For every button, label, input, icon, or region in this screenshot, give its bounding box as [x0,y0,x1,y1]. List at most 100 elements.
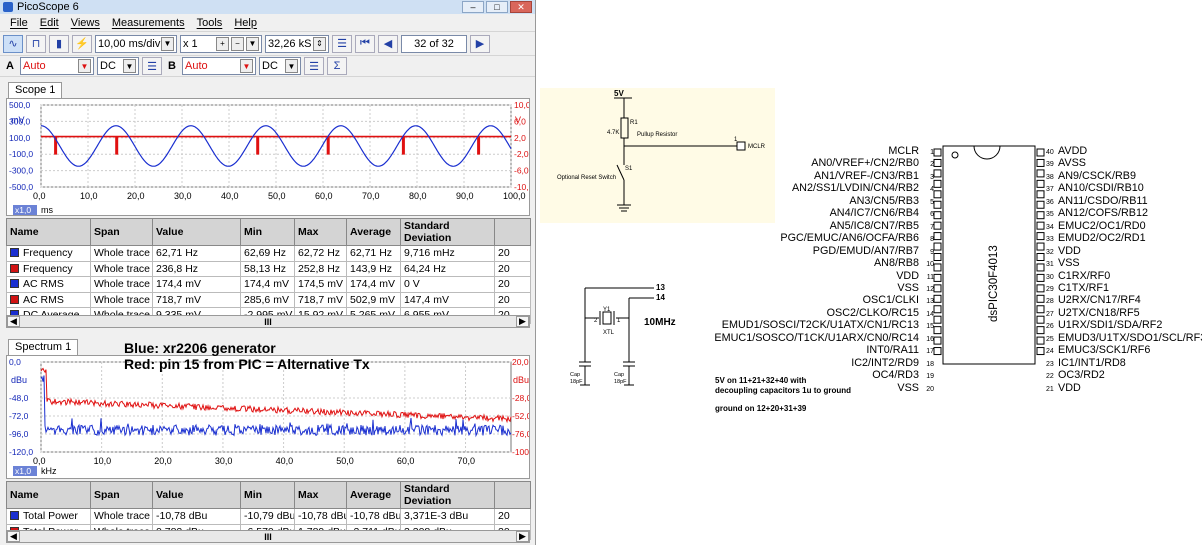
pin-box [933,158,942,167]
pin-name: AN1/VREF-/CN3/RB1 [814,169,919,182]
first-capture-icon[interactable]: ⏮ [355,34,375,53]
scope-zoom-badge[interactable] [13,205,37,215]
pin-name: EMUC2/OC1/RD0 [1058,219,1146,232]
close-button[interactable]: ✕ [510,1,532,13]
channel-a-coupling[interactable]: DC▼ [97,57,139,75]
capture-index-field[interactable]: 32 of 32 [401,34,467,53]
scope-header-5[interactable]: Average [346,218,401,246]
pin-number: 12 [926,285,934,293]
spectrum-header-1[interactable]: Span [90,481,153,509]
channel-options-icon[interactable]: ☰ [332,34,352,53]
spectrum-header-4[interactable]: Max [294,481,347,509]
pin-name: U1RX/SDI1/SDA/RF2 [1058,319,1163,332]
spectrum-header-7[interactable] [494,481,531,509]
scroll-right-icon[interactable]: ▶ [516,531,529,542]
spectrum-view[interactable]: dBu dBu 0,0-48,0-72,0-96,0-120,0 20,0-28… [6,355,535,479]
pin-number: 4 [930,186,934,194]
chip-pin-left: AN0/VREF+/CN2/RB0 2 [714,158,934,170]
pin-box [1036,294,1045,303]
table-cell-avg: 62,71 Hz [346,245,401,262]
pin-box [933,263,942,272]
scroll-left-icon[interactable]: ◀ [7,316,20,327]
spectrum-header-2[interactable]: Value [152,481,241,509]
spectrum-blue-trace [40,375,512,438]
scope-header-3[interactable]: Min [240,218,295,246]
y-tick-label: 100,0 [9,133,31,143]
samples-stepper[interactable]: 32,26 kS⇕ [265,34,329,53]
spectrum-mode-icon[interactable]: ▮ [49,34,69,53]
channel-a-options-icon[interactable]: ☰ [142,57,162,75]
chip-pin-left: IC2/INT2/RD9 18 [714,357,934,370]
stepper-icon[interactable]: ⇕ [313,36,326,51]
scope-header-1[interactable]: Span [90,218,153,246]
menu-views[interactable]: Views [70,16,100,29]
channel-b-coupling[interactable]: DC▼ [259,57,301,75]
timebase-select[interactable]: 10,00 ms/div▼ [95,34,177,53]
math-channels-icon[interactable]: Σ [327,57,347,75]
pin-box [933,179,942,188]
scroll-left-icon[interactable]: ◀ [7,531,20,542]
menu-edit[interactable]: Edit [39,16,59,29]
menu-measurements[interactable]: Measurements [111,16,185,29]
scope-header-7[interactable] [494,218,531,246]
table-cell-name: AC RMS [6,276,91,293]
trigger-icon[interactable]: ⚡ [72,34,92,53]
scroll-right-icon[interactable]: ▶ [516,316,529,327]
menu-help[interactable]: Help [234,16,257,29]
resistor-ref: R1 [630,120,638,126]
reset-circuit-area [540,88,775,223]
minimize-button[interactable]: – [462,1,484,13]
scope-mode-icon[interactable]: ∿ [3,34,23,53]
pin-13-label: 13 [656,283,665,292]
scroll-thumb[interactable]: III [264,316,272,327]
pin-box [1036,326,1045,335]
next-capture-icon[interactable]: ▶ [470,34,490,53]
y-tick-label: 500,0 [9,100,31,110]
tab-scope-1[interactable]: Scope 1 [8,82,63,98]
scope-header-6[interactable]: Standard Deviation [400,218,495,246]
spectrum-header-3[interactable]: Min [240,481,295,509]
prev-capture-icon[interactable]: ◀ [378,34,398,53]
persistence-mode-icon[interactable]: ⊓ [26,34,46,53]
channel-a-range[interactable]: Auto▼ [20,57,94,75]
scope-header-2[interactable]: Value [152,218,241,246]
minus-icon[interactable]: − [231,36,244,51]
menu-tools[interactable]: Tools [196,16,223,29]
tab-spectrum-1[interactable]: Spectrum 1 [8,339,79,355]
cap2-value: 18pF [614,379,627,385]
multiplier-select[interactable]: x 1+−▼ [180,34,262,53]
spectrum-table-scrollbar[interactable]: ◀ III ▶ [6,530,530,543]
mclr-net-label: MCLR [748,144,766,150]
chevron-down-icon[interactable]: ▼ [246,36,259,51]
y-tick-label: -48,0 [9,393,29,403]
y2-tick-label: 20,0 [512,357,529,367]
channel-b-range[interactable]: Auto▼ [182,57,256,75]
spectrum-zoom-badge[interactable] [13,466,37,476]
spectrum-header-0[interactable]: Name [6,481,91,509]
channel-b-options-icon[interactable]: ☰ [304,57,324,75]
spectrum-header-5[interactable]: Average [346,481,401,509]
spectrum-annotation-red: Red: pin 15 from PIC = Alternative Tx [124,356,370,372]
pin-box [933,294,942,303]
scope-header-0[interactable]: Name [6,218,91,246]
red-trace-pulse [115,136,119,155]
maximize-button[interactable]: □ [486,1,508,13]
spectrum-tabs: Spectrum 1 [8,339,79,355]
plus-icon[interactable]: + [216,36,229,51]
pin-number: 36 [1046,198,1054,206]
menu-file[interactable]: File [10,16,28,29]
scope-header-4[interactable]: Max [294,218,347,246]
x-tick-label: 60,0 [397,456,415,466]
scope-table-scrollbar[interactable]: ◀ III ▶ [6,315,530,328]
spectrum-header-6[interactable]: Standard Deviation [400,481,495,509]
pin-name: INT0/RA11 [866,344,919,357]
scroll-thumb[interactable]: III [264,531,272,542]
